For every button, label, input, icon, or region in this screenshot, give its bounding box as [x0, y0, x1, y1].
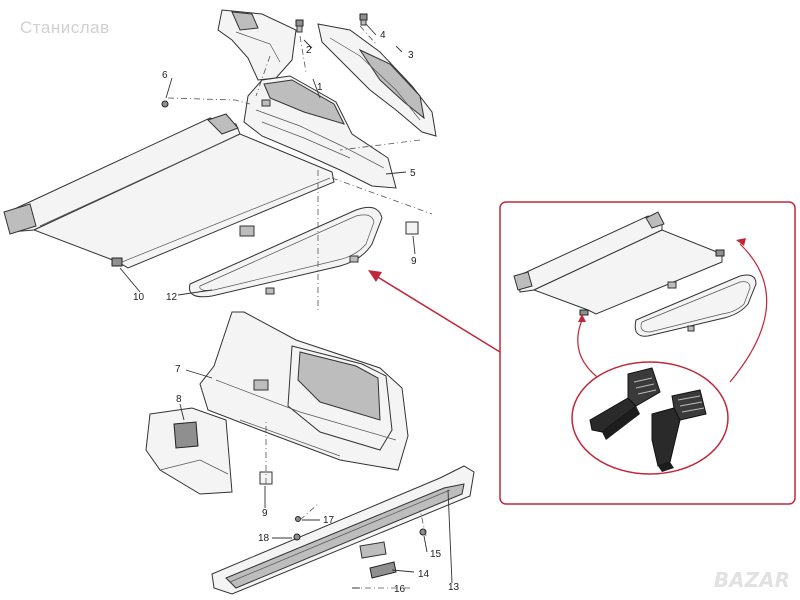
storage-compartment	[145, 407, 233, 495]
callout-18: 18	[258, 533, 270, 544]
callout-5: 5	[410, 168, 416, 179]
inset-arrow-right	[729, 243, 768, 383]
upper-trim-panel	[217, 9, 297, 81]
screw-part-6	[161, 100, 169, 108]
screw-part-17	[295, 516, 301, 522]
callout-12: 12	[166, 292, 178, 303]
callout-6: 6	[162, 70, 168, 81]
sill-plate	[211, 465, 475, 595]
clip-part-4	[359, 13, 368, 26]
callout-10: 10	[133, 292, 145, 303]
callout-17: 17	[323, 515, 335, 526]
inset-clip-right	[651, 389, 707, 472]
callout-9-lower: 9	[262, 508, 268, 519]
callout-1: 1	[317, 82, 323, 93]
callout-16: 16	[394, 584, 406, 595]
inset-clip-left	[589, 367, 661, 440]
inset-net-frame	[634, 274, 757, 337]
callout-15: 15	[430, 549, 442, 560]
pad-part-9-upper	[405, 221, 419, 235]
pointer-arrow	[368, 270, 501, 353]
leader-lines	[119, 23, 453, 589]
lower-side-panel	[199, 311, 409, 471]
mat-part-14	[369, 561, 397, 579]
callout-2: 2	[306, 45, 312, 56]
callout-14: 14	[418, 569, 430, 580]
cargo-net-frame	[188, 206, 383, 298]
inset-arrow-right-head	[736, 238, 746, 246]
assembly-lines	[167, 25, 433, 589]
clip-part-2	[295, 19, 304, 33]
callout-4: 4	[380, 30, 386, 41]
rear-panel-block	[243, 75, 397, 189]
inset-arrow-left-head	[578, 314, 586, 322]
brand-logo: BAZAR	[713, 568, 790, 592]
callout-8: 8	[176, 394, 182, 405]
watermark-text: Станислав	[20, 18, 110, 37]
side-trim-strip	[317, 23, 437, 137]
callout-3: 3	[408, 50, 414, 61]
inset-cargo-cover	[513, 211, 725, 316]
cargo-cover-roller	[3, 113, 335, 269]
callout-9-upper: 9	[411, 256, 417, 267]
callout-7: 7	[175, 364, 181, 375]
callout-labels: 1 2 3 4 5 6 7 8 9 9 10 12 13 14 15 16 17…	[133, 30, 460, 595]
nut-part-18	[293, 533, 301, 541]
inset-magnifier-ellipse	[571, 361, 729, 475]
callout-13: 13	[448, 582, 460, 593]
inset-detail-box	[499, 201, 796, 505]
